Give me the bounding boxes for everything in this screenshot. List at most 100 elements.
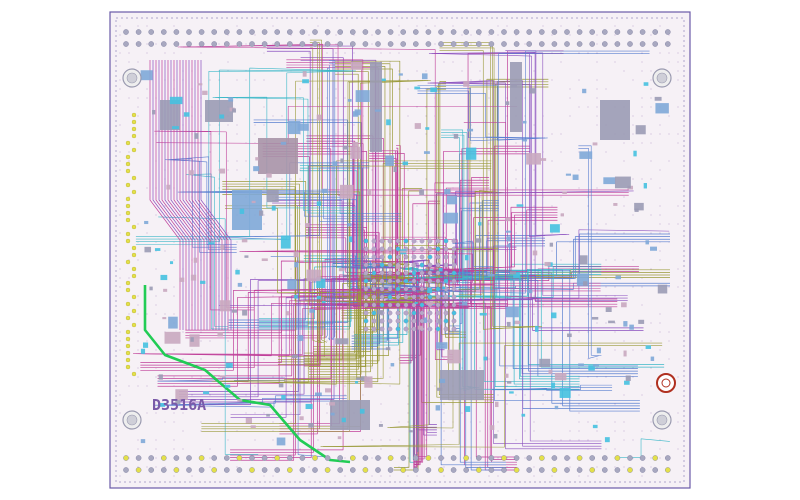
component-pad xyxy=(421,73,428,80)
component-pad xyxy=(453,133,459,139)
bga-ball xyxy=(435,254,441,260)
grid-dot xyxy=(272,25,274,27)
grid-dot xyxy=(200,205,202,207)
grid-dot xyxy=(650,106,652,108)
header-pin xyxy=(488,41,495,47)
bga-ball xyxy=(403,270,409,276)
bga-ball xyxy=(435,294,441,300)
grid-dot xyxy=(659,448,661,450)
component-pad xyxy=(341,417,346,423)
header-pin xyxy=(576,467,583,473)
grid-dot xyxy=(155,457,157,459)
header-pin xyxy=(400,29,407,35)
grid-dot xyxy=(209,448,211,450)
bga-ball xyxy=(371,318,377,324)
grid-dot xyxy=(119,214,121,216)
component-pad xyxy=(600,100,630,140)
header-pin xyxy=(463,41,470,47)
component-pad xyxy=(621,302,627,308)
grid-dot xyxy=(200,340,202,342)
grid-dot xyxy=(200,376,202,378)
header-pin-layer xyxy=(123,29,671,473)
bga-ball xyxy=(387,278,393,284)
component-pad xyxy=(614,176,631,189)
header-pin xyxy=(148,29,154,35)
grid-dot xyxy=(290,349,292,351)
component-pad xyxy=(592,142,598,146)
grid-dot xyxy=(677,70,679,72)
grid-dot xyxy=(434,25,436,27)
grid-dot xyxy=(641,178,643,180)
component-pad xyxy=(578,363,584,366)
grid-dot xyxy=(380,439,382,441)
component-pad xyxy=(634,202,644,211)
via xyxy=(131,147,137,153)
grid-dot xyxy=(290,313,292,315)
signal-trace xyxy=(218,190,634,306)
signal-trace xyxy=(140,300,508,356)
component-pad xyxy=(386,119,391,126)
component-pad xyxy=(532,250,538,256)
grid-dot xyxy=(650,88,652,90)
grid-dot xyxy=(272,376,274,378)
bga-ball xyxy=(427,262,433,268)
signal-trace xyxy=(406,179,490,274)
grid-dot xyxy=(461,70,463,72)
grid-dot xyxy=(155,304,157,306)
grid-dot xyxy=(578,79,580,81)
component-pad xyxy=(435,342,448,349)
grid-dot xyxy=(173,448,175,450)
signal-trace xyxy=(219,160,492,385)
bga-ball xyxy=(379,318,385,324)
grid-dot xyxy=(650,466,652,468)
grid-dot xyxy=(344,52,346,54)
signal-trace xyxy=(219,162,370,241)
grid-dot xyxy=(227,61,229,63)
grid-dot xyxy=(479,430,481,432)
grid-dot xyxy=(146,52,148,54)
via xyxy=(125,350,131,356)
header-pin xyxy=(501,41,507,47)
grid-dot xyxy=(245,178,247,180)
component-pad xyxy=(250,425,256,428)
grid-dot xyxy=(479,448,481,450)
bga-ball xyxy=(403,286,409,292)
signal-trace xyxy=(424,265,639,281)
bga-ball xyxy=(387,238,393,244)
signal-trace xyxy=(431,53,628,299)
grid-dot xyxy=(551,250,553,252)
grid-dot xyxy=(452,232,454,234)
grid-dot xyxy=(551,34,553,36)
component-pad xyxy=(321,300,326,304)
bga-ball xyxy=(371,262,377,268)
grid-dot xyxy=(614,430,616,432)
grid-dot xyxy=(272,421,274,423)
header-pin xyxy=(665,29,671,35)
grid-dot xyxy=(407,412,409,414)
component-pad xyxy=(548,369,553,374)
component-pad xyxy=(356,377,363,381)
component-pad xyxy=(419,189,425,196)
header-pin xyxy=(223,455,230,461)
grid-dot xyxy=(479,34,481,36)
grid-dot xyxy=(569,88,571,90)
grid-dot xyxy=(614,214,616,216)
grid-dot xyxy=(587,358,589,360)
grid-dot xyxy=(632,376,634,378)
grid-dot xyxy=(668,61,670,63)
grid-dot xyxy=(416,106,418,108)
grid-dot xyxy=(182,358,184,360)
bga-ball xyxy=(443,294,449,300)
mounting-hole-drill xyxy=(656,72,668,84)
grid-dot xyxy=(164,205,166,207)
component-pad xyxy=(635,125,646,135)
via xyxy=(125,182,131,188)
grid-dot xyxy=(290,178,292,180)
grid-dot xyxy=(344,106,346,108)
component-pad xyxy=(217,331,223,337)
component-pad xyxy=(506,236,511,242)
header-pin xyxy=(123,29,129,35)
component-pad xyxy=(219,300,231,312)
header-pin xyxy=(564,455,570,461)
component-pad xyxy=(462,301,468,306)
